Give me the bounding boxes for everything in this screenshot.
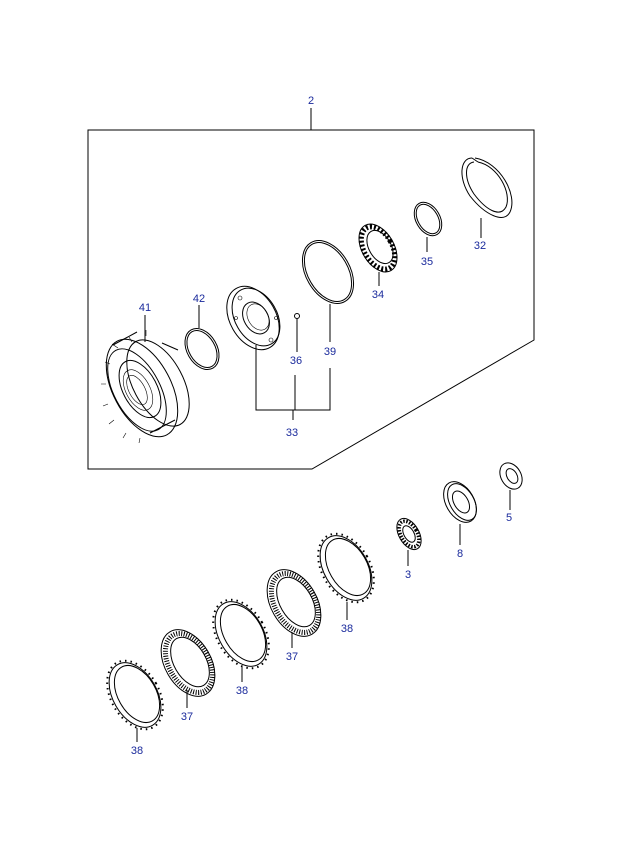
assembly-outline [87, 129, 535, 470]
callout-32[interactable]: 32 [474, 240, 486, 252]
callout-36[interactable]: 36 [290, 355, 302, 367]
part-37-friction-disc-b[interactable] [150, 620, 226, 705]
callout-39[interactable]: 39 [324, 346, 336, 358]
callout-38b[interactable]: 38 [236, 685, 248, 697]
callout-37a[interactable]: 37 [286, 651, 298, 663]
callout-38c[interactable]: 38 [131, 745, 143, 757]
callout-2[interactable]: 2 [308, 95, 314, 107]
callout-35[interactable]: 35 [421, 256, 433, 268]
part-36-check-ball[interactable] [294, 313, 300, 319]
callout-34[interactable]: 34 [372, 289, 384, 301]
callout-38a[interactable]: 38 [341, 623, 353, 635]
callout-37b[interactable]: 37 [181, 711, 193, 723]
bracket-33 [255, 345, 331, 420]
callout-42[interactable]: 42 [193, 293, 205, 305]
part-5-thrust-washer[interactable] [495, 459, 526, 493]
part-35-snap-ring[interactable] [409, 197, 448, 240]
callout-41[interactable]: 41 [139, 302, 151, 314]
callout-33[interactable]: 33 [286, 427, 298, 439]
part-33-piston-plate[interactable] [216, 277, 290, 359]
part-32-large-snap-ring[interactable] [461, 157, 513, 218]
callout-5[interactable]: 5 [506, 512, 512, 524]
part-3-thrust-bearing[interactable] [392, 514, 426, 553]
part-34-one-way-clutch[interactable] [351, 217, 405, 278]
part-38-steel-plate-b[interactable] [202, 590, 281, 678]
part-42-o-ring[interactable] [178, 322, 226, 375]
part-39-seal-ring[interactable] [292, 232, 364, 313]
part-8-washer[interactable] [437, 476, 483, 528]
callout-8[interactable]: 8 [457, 548, 463, 560]
part-38-steel-plate-a[interactable] [307, 524, 386, 612]
part-38-steel-plate-c[interactable] [96, 651, 175, 739]
part-41-retainer-drum[interactable] [92, 328, 203, 449]
part-37-friction-disc-a[interactable] [256, 560, 332, 645]
callout-3[interactable]: 3 [405, 569, 411, 581]
